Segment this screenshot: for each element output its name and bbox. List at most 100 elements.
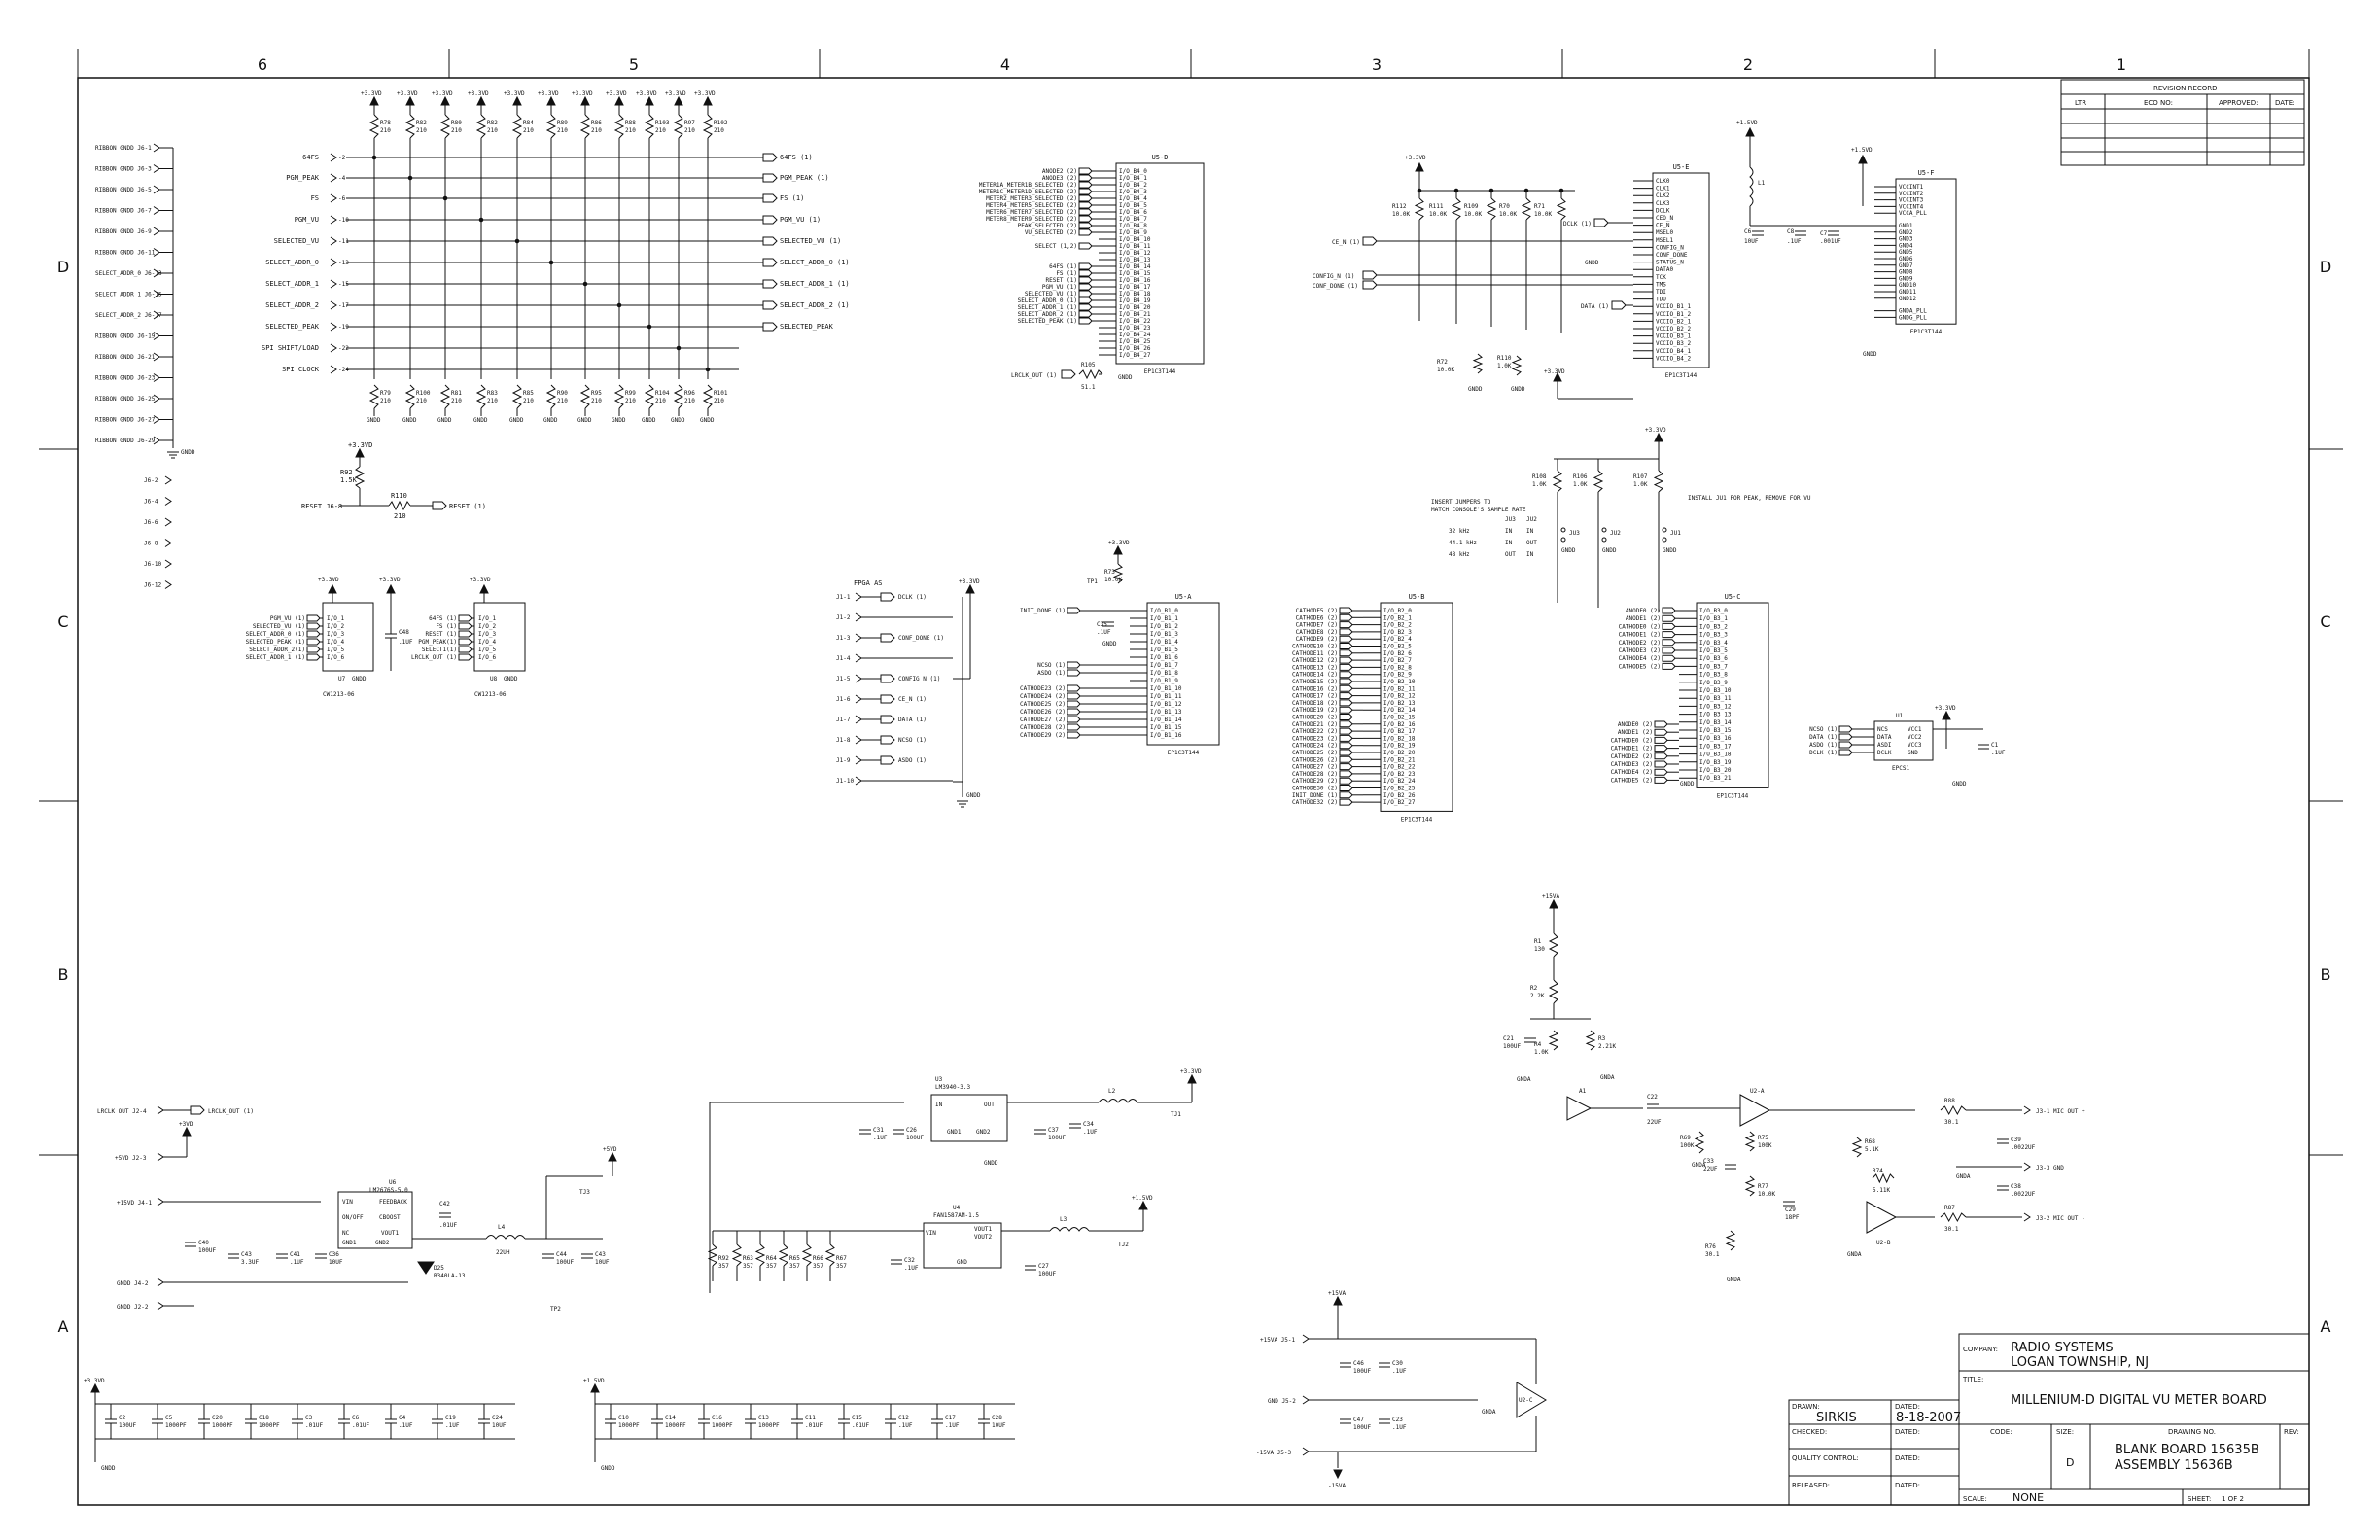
u1-net-label: DATA (1) <box>1809 734 1838 741</box>
ic-pin: GND5 <box>1899 249 1913 256</box>
fpga-as-pin: J1-8 <box>836 737 851 744</box>
ic-net-label: CATHODE24 (2) <box>1292 743 1338 750</box>
bus-gnd-label: GNDD <box>642 417 656 424</box>
ic-part: EP1C3T144 <box>1717 792 1749 799</box>
offpage-flag <box>880 674 895 683</box>
ic-pin: I/O_B2_16 <box>1383 721 1416 728</box>
offpage-flag <box>1078 222 1093 229</box>
offpage-flag <box>458 630 472 638</box>
audio-c38-val: .0022UF <box>2011 1191 2036 1198</box>
u6-pin: VOUT1 <box>381 1230 399 1237</box>
opamp-u2b <box>1866 1201 1898 1234</box>
connector-symbol <box>164 475 172 485</box>
zone-row-label-left: B <box>58 965 69 984</box>
ic-pin: I/O_B2_20 <box>1383 750 1416 756</box>
capacitor-symbol <box>198 1418 210 1424</box>
bus-bottom-resistor-val: 210 <box>416 398 427 404</box>
u4-pin-vin: VIN <box>926 1230 936 1237</box>
bus-bottom-resistor: R85 <box>523 390 534 397</box>
bus-top-resistor-val: 210 <box>451 127 462 134</box>
junction-dot <box>371 155 377 160</box>
capacitor-symbol <box>292 1418 303 1424</box>
capacitor-symbol <box>1379 1418 1390 1424</box>
bus-top-resistor: R84 <box>523 120 534 126</box>
ic-pin: I/O_B2_19 <box>1383 743 1416 750</box>
decoupling-1v5: +1.5VDC101000PFC141000PFC161000PFC131000… <box>583 1378 1015 1472</box>
power-c43b: C43 <box>595 1251 606 1258</box>
zone-col-label: 3 <box>1372 55 1382 74</box>
resistor-symbol <box>1112 563 1124 584</box>
bus-supply-label: +3.3VD <box>468 90 489 97</box>
offpage-flag <box>1339 684 1353 692</box>
esd-supply-label: +3.3VD <box>318 577 339 583</box>
resistor-symbol <box>613 384 625 409</box>
opamp-u2a <box>1739 1094 1771 1127</box>
ic-net-label: CATHODE18 (2) <box>1292 700 1338 707</box>
ic-pin: DCLK <box>1656 207 1670 214</box>
power-c37-val: 100UF <box>1048 1135 1066 1141</box>
ic-pin: GND3 <box>1899 236 1913 243</box>
decoupling-cap-value: .01UF <box>805 1422 822 1429</box>
ic-pin: I/O_B2_17 <box>1383 728 1416 735</box>
connector-symbol <box>153 206 160 215</box>
decoupling-cap: C18 <box>259 1415 269 1421</box>
connector-symbol <box>855 653 862 663</box>
asupply-c47: C47 <box>1353 1417 1364 1423</box>
ic-body <box>1146 602 1220 746</box>
decoupling-3v3: +3.3VDC2100UFC51000PFC201000PFC181000PFC… <box>84 1378 515 1472</box>
audio-c22-val: 22UF <box>1647 1119 1662 1126</box>
esd-pin-label: I/O_3 <box>327 631 344 638</box>
sheet-border <box>77 77 2310 1506</box>
ic-pin: VCCIO_B4_1 <box>1656 348 1692 355</box>
offpage-flag <box>1339 692 1353 700</box>
esd-input-label: FS (1) <box>436 623 457 630</box>
offpage-flag <box>1339 671 1353 679</box>
offpage-flag <box>880 715 895 724</box>
connector-symbol <box>2023 1105 2031 1115</box>
u5f-supply: +1.5VD <box>1851 147 1872 154</box>
offpage-flag <box>1078 297 1093 304</box>
capacitor-symbol <box>1752 230 1764 236</box>
u1-net-label: NCSO (1) <box>1809 726 1838 733</box>
audio-c29: C29 <box>1785 1207 1796 1213</box>
offpage-flag <box>762 279 778 289</box>
connector-symbol <box>1302 1395 1310 1405</box>
capacitor-symbol <box>651 1418 663 1424</box>
power-series-resistor: R63 <box>743 1255 753 1262</box>
offpage-flag <box>1067 661 1081 669</box>
inductor-symbol <box>1749 166 1754 207</box>
power-series-resistor-val: 357 <box>789 1263 800 1270</box>
offpage-flag <box>458 638 472 646</box>
ic-net-label: CATHODE27 (2) <box>1020 717 1066 723</box>
ic-body <box>1380 602 1453 812</box>
ic-pin: I/O_B3_14 <box>1699 719 1732 726</box>
u5f-inductor: L1 <box>1758 180 1766 187</box>
capacitor-symbol <box>885 1418 896 1424</box>
jumper-ju3-setting: IN <box>1505 528 1513 535</box>
ic-pin: I/O_B1_1 <box>1150 615 1178 622</box>
audio-r77: R77 <box>1758 1183 1768 1190</box>
supply-arrow <box>512 95 522 106</box>
reset-r-top: R92 <box>340 469 353 476</box>
ic-pin: I/O_B4_3 <box>1119 189 1147 195</box>
jumper-name: JU3 <box>1569 530 1580 537</box>
bus-gnd-label: GNDD <box>543 417 558 424</box>
offpage-flag <box>1339 607 1353 614</box>
ic-net-label: ANODE2 (2) <box>1042 168 1077 175</box>
jumper-pad <box>1601 527 1607 533</box>
u1-net-label: ASDO (1) <box>1809 742 1838 749</box>
u5e-resistor: R70 <box>1499 203 1510 210</box>
decoupling-cap: C24 <box>492 1415 503 1421</box>
ic-pin: VCCINT2 <box>1899 191 1924 197</box>
capacitor-symbol <box>1340 1418 1351 1424</box>
esd-pin-label: I/O_4 <box>478 639 496 646</box>
offpage-flag <box>1078 303 1093 311</box>
bus-bottom-resistor: R83 <box>487 390 498 397</box>
connector-symbol <box>330 279 337 289</box>
ic-pin: I/O_B2_25 <box>1383 786 1416 792</box>
esd-supply-label: +3.3VD <box>470 577 491 583</box>
u5e-r72-gnd: GNDD <box>1468 386 1483 393</box>
ribbon-pin-label: SELECT_ADDR_1 J6-15 <box>95 292 162 298</box>
connector-symbol <box>330 343 337 353</box>
